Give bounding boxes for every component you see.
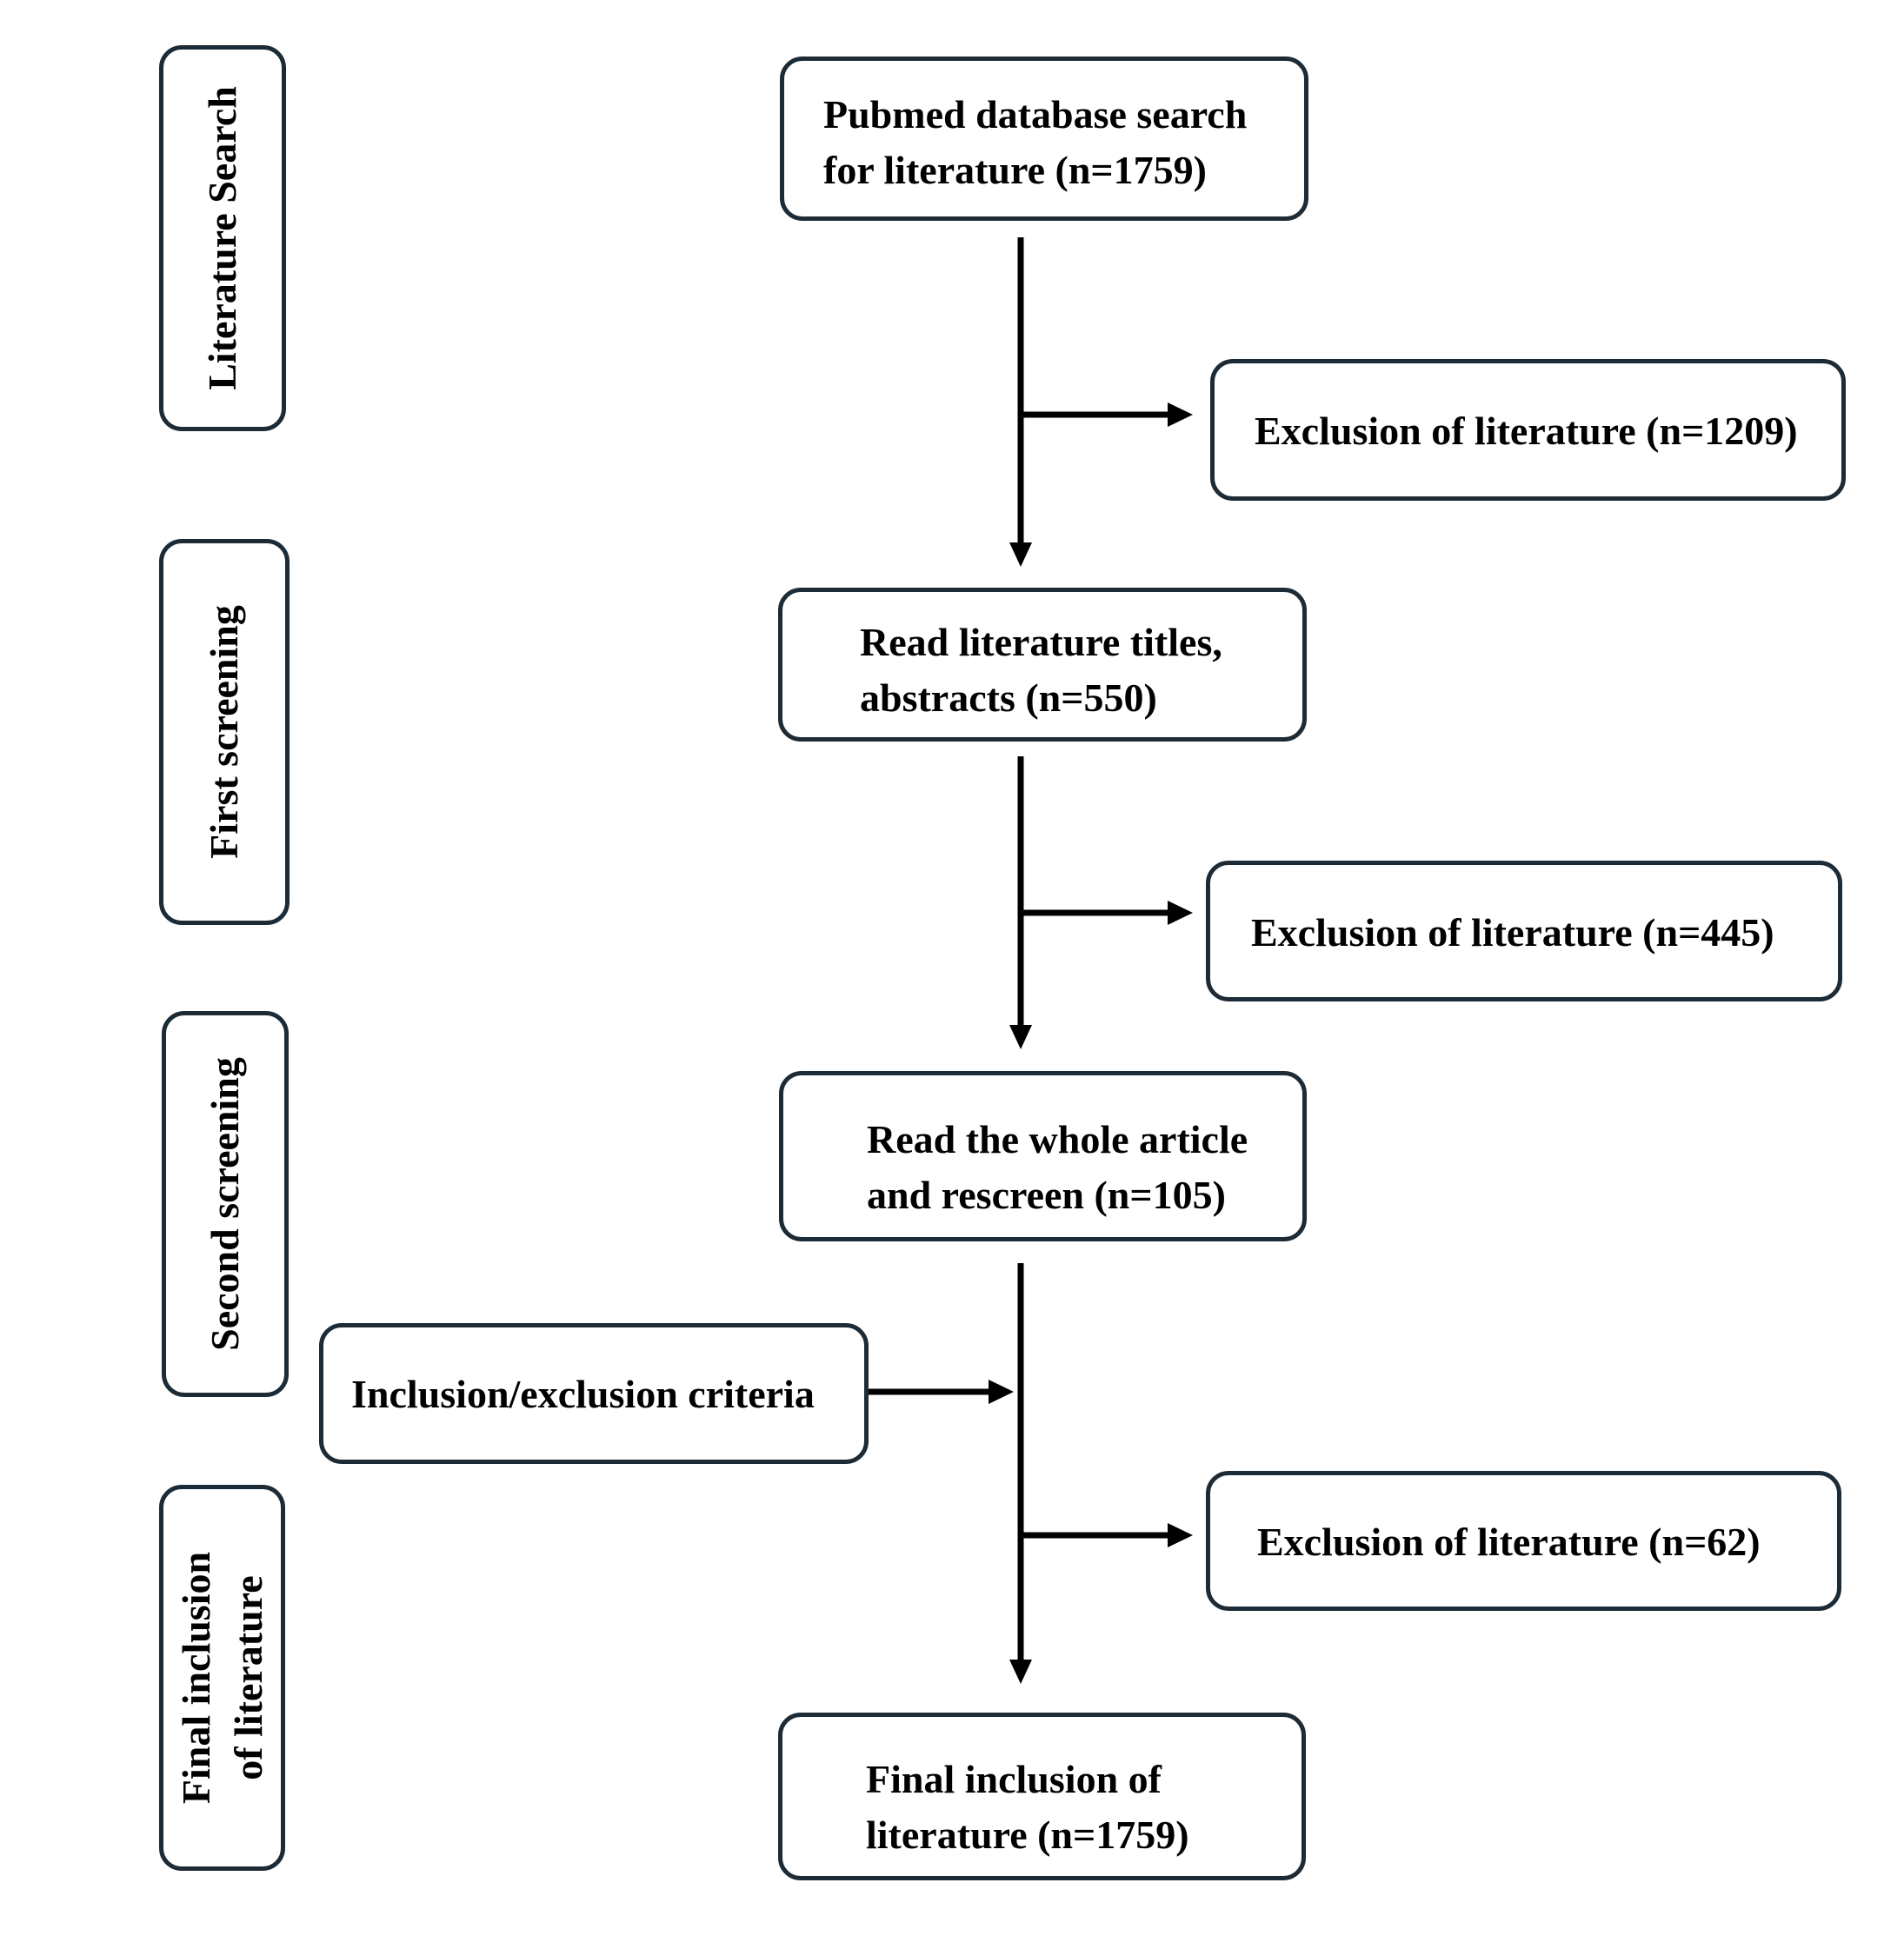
exclusion-first-label: Exclusion of literature (n=1209) xyxy=(1255,409,1798,453)
criteria-box: Inclusion/exclusion criteria xyxy=(319,1323,869,1464)
criteria-label: Inclusion/exclusion criteria xyxy=(351,1372,815,1416)
step-titles-line1: Read literature titles, xyxy=(860,620,1222,664)
stage-first-screening: First screening xyxy=(159,539,290,925)
stage-final-inclusion: Final inclusion of literature xyxy=(159,1485,285,1871)
step-final-line1: Final inclusion of xyxy=(866,1757,1162,1801)
exclusion-third-box: Exclusion of literature (n=62) xyxy=(1206,1471,1841,1611)
arrowhead-down-final xyxy=(1009,1660,1032,1684)
step-fulltext-line1: Read the whole article xyxy=(867,1117,1248,1161)
step-titles-line2: abstracts (n=550) xyxy=(860,675,1157,720)
step-search-line2: for literature (n=1759) xyxy=(823,148,1207,192)
step-fulltext-box: Read the whole article and rescreen (n=1… xyxy=(779,1071,1307,1241)
stage-second-screening: Second screening xyxy=(162,1011,289,1397)
arrowhead-down-titles xyxy=(1009,542,1032,567)
step-fulltext-line2: and rescreen (n=105) xyxy=(867,1173,1226,1217)
arrowhead-right-exclusion-first xyxy=(1168,403,1193,427)
arrowhead-right-exclusion-second xyxy=(1168,901,1193,925)
arrowhead-right-exclusion-third xyxy=(1168,1523,1193,1547)
exclusion-second-box: Exclusion of literature (n=445) xyxy=(1206,861,1842,1001)
step-titles-box: Read literature titles, abstracts (n=550… xyxy=(778,588,1307,742)
exclusion-first-box: Exclusion of literature (n=1209) xyxy=(1210,359,1846,501)
exclusion-second-label: Exclusion of literature (n=445) xyxy=(1251,910,1774,955)
step-search-box: Pubmed database search for literature (n… xyxy=(780,57,1308,221)
exclusion-third-label: Exclusion of literature (n=62) xyxy=(1257,1520,1761,1564)
arrowhead-down-fulltext xyxy=(1009,1025,1032,1049)
step-search-line1: Pubmed database search xyxy=(823,92,1248,136)
stage-literature-search: Literature Search xyxy=(159,45,286,431)
arrowhead-right-criteria xyxy=(989,1380,1014,1404)
step-final-box: Final inclusion of literature (n=1759) xyxy=(778,1713,1306,1880)
step-final-line2: literature (n=1759) xyxy=(866,1813,1189,1857)
